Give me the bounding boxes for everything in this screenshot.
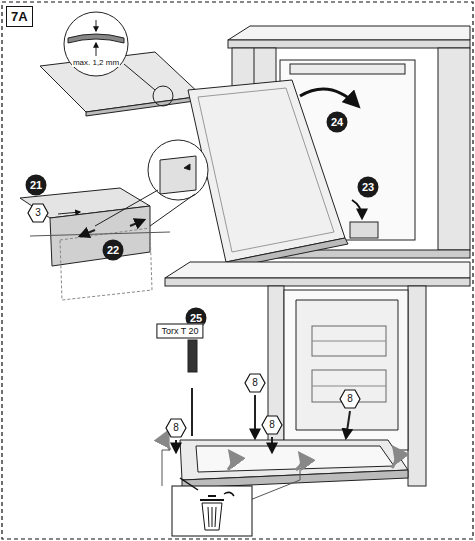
quantity-hex: 8 (339, 389, 361, 409)
callout-number-text: 25 (190, 313, 202, 324)
quantity-hex: 8 (244, 373, 266, 393)
panel-detail (40, 12, 202, 116)
figure-number-text: 7A (11, 9, 28, 24)
tool-label-text: Torx T 20 (161, 326, 198, 336)
quantity-hex: 8 (165, 418, 187, 438)
quantity-hex-text: 8 (269, 420, 275, 430)
cabinet-door (188, 26, 470, 268)
callout-number-text: 24 (331, 117, 343, 128)
callout-number-text: 22 (107, 245, 119, 256)
quantity-hex-text: 8 (173, 423, 179, 433)
quantity-hex: 8 (261, 415, 283, 435)
callout-number-text: 21 (30, 180, 42, 191)
quantity-hex: 3 (27, 203, 49, 223)
callout-number-text: 23 (362, 182, 374, 193)
callout-number: 24 (327, 112, 348, 133)
disposal-symbol (172, 478, 252, 536)
callout-number: 23 (358, 177, 379, 198)
quantity-hex-text: 8 (252, 378, 258, 388)
dishwasher (162, 262, 470, 500)
quantity-hex-text: 8 (347, 394, 353, 404)
dimension: max. 1,2 mm (72, 59, 120, 67)
dimension-text: max. 1,2 mm (73, 58, 119, 67)
tool-label: Torx T 20 (156, 324, 203, 339)
callout-number: 21 (26, 175, 47, 196)
figure-number: 7A (6, 6, 33, 27)
quantity-hex-text: 3 (35, 208, 41, 218)
callout-number: 22 (103, 240, 124, 261)
